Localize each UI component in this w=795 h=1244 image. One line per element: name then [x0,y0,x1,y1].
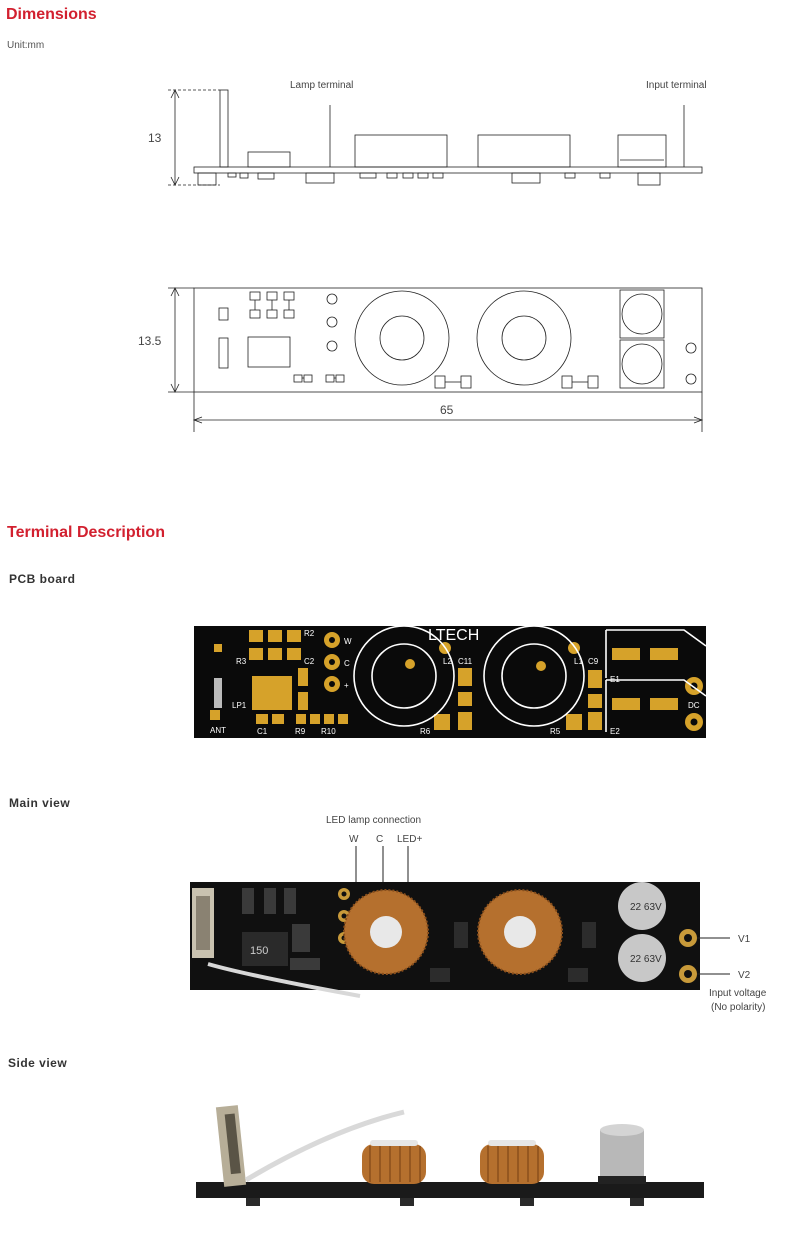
pcb-label-r6: R6 [420,727,431,736]
lamp-terminal-label: Lamp terminal [290,80,354,91]
pcb-board-image: LTECH W C + R2 R3 C2 LP1 C1 R9 R10 ANT L… [194,625,707,738]
pcb-label-dc: DC [688,701,700,710]
pcb-label-l1: L1 [574,657,583,666]
c-label: C [376,834,384,845]
v1-label: V1 [738,934,751,945]
pcb-label-e1: E1 [610,675,620,684]
pcb-label-c2: C2 [304,657,315,666]
top-drawing [168,287,704,432]
led-connection-label: LED lamp connection [326,815,422,826]
pcb-label-plus: + [344,681,349,690]
side-view-heading: Side view [8,1056,68,1070]
pcb-label-ant: ANT [210,726,226,735]
pcb-label-c1: C1 [257,727,268,736]
length-label: 65 [440,403,454,417]
v2-label: V2 [738,970,751,981]
input-voltage-label: Input voltage [709,988,767,999]
w-label: W [349,834,359,845]
main-view-heading: Main view [9,796,71,810]
top-height-label: 13.5 [138,334,162,348]
section-title-dimensions: Dimensions [6,6,97,23]
pcb-brand: LTECH [428,627,479,644]
pcb-label-r10: R10 [321,727,336,736]
main-view-photo: 150 22 63V 22 63V [190,846,730,998]
pcb-label-l2: L2 [443,657,452,666]
side-view-photo [196,1105,704,1206]
unit-label: Unit:mm [7,40,45,51]
side-drawing [168,89,703,186]
input-terminal-label: Input terminal [646,80,707,91]
pcb-label-r2: R2 [304,629,315,638]
pcb-label-r3: R3 [236,657,247,666]
led-plus-label: LED+ [397,834,423,845]
pcb-label-w: W [344,637,352,646]
pcb-label-r9: R9 [295,727,306,736]
pcb-label-r5: R5 [550,727,561,736]
pcb-label-c11: C11 [458,657,473,666]
no-polarity-label: (No polarity) [711,1002,766,1013]
pcb-board-heading: PCB board [9,572,76,586]
cap-label-top: 22 63V [630,902,662,913]
cap-label-bottom: 22 63V [630,954,662,965]
side-height-label: 13 [148,131,162,145]
section-title-terminal: Terminal Description [7,524,165,541]
pcb-label-c9: C9 [588,657,599,666]
pcb-label-c: C [344,659,350,668]
pcb-label-lp1: LP1 [232,701,247,710]
pcb-label-e2: E2 [610,727,620,736]
svg-text:150: 150 [250,945,268,957]
